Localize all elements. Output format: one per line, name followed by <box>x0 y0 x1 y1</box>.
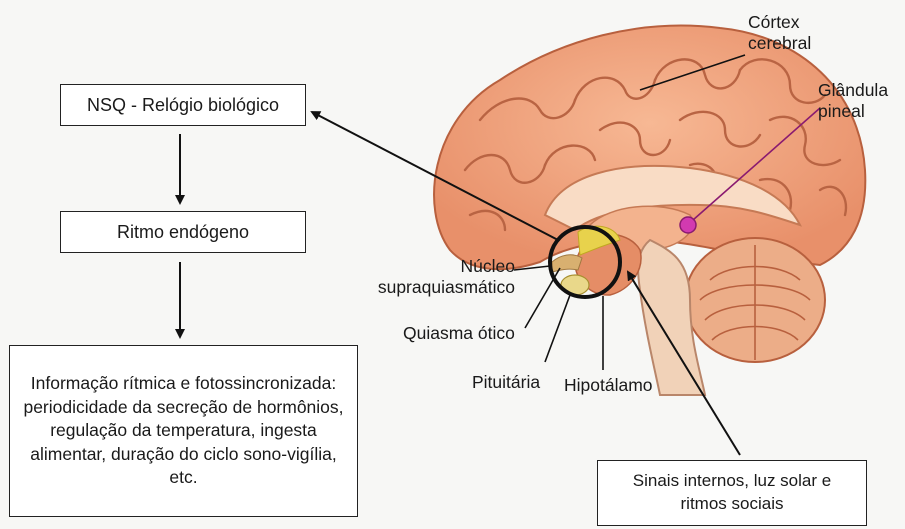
label-pineal: Glândula pineal <box>818 80 888 122</box>
label-cortex-line1: Córtex <box>748 12 811 33</box>
label-nucleo: Núcleo supraquiasmático <box>360 256 515 298</box>
label-pineal-line2: pineal <box>818 101 888 122</box>
label-nucleo-line1: Núcleo <box>360 256 515 277</box>
label-cortex-line2: cerebral <box>748 33 811 54</box>
ritmo-box-text: Ritmo endógeno <box>117 220 249 244</box>
sinais-box-text: Sinais internos, luz solar e ritmos soci… <box>608 470 856 516</box>
label-hipotalamo: Hipotálamo <box>564 375 653 396</box>
label-nucleo-line2: supraquiasmático <box>360 277 515 298</box>
label-quiasma: Quiasma ótico <box>403 323 515 344</box>
label-pituitaria: Pituitária <box>472 372 540 393</box>
nsq-box-text: NSQ - Relógio biológico <box>87 93 279 117</box>
label-cortex: Córtex cerebral <box>748 12 811 54</box>
info-box-text: Informação rítmica e fotossincronizada: … <box>22 372 345 490</box>
info-ritmica-box: Informação rítmica e fotossincronizada: … <box>9 345 358 517</box>
ritmo-endogeno-box: Ritmo endógeno <box>60 211 306 253</box>
nsq-box: NSQ - Relógio biológico <box>60 84 306 126</box>
optic-chiasm <box>552 255 582 272</box>
label-pineal-line1: Glândula <box>818 80 888 101</box>
sinais-box: Sinais internos, luz solar e ritmos soci… <box>597 460 867 526</box>
